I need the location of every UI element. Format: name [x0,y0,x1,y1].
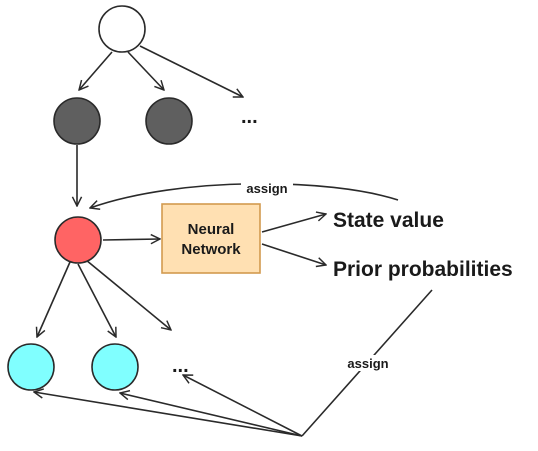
child-node-right [91,343,139,391]
prior-probabilities-label: Prior probabilities [333,258,513,281]
edge-current-to-child-right [77,263,116,337]
edge-current-to-more [85,259,171,330]
current-node [54,216,102,264]
visited-node-left [53,97,101,145]
edge-current-to-child-left [37,261,71,337]
neural-network-label-line2: Network [181,241,241,258]
ellipsis-bottom: ... [172,355,189,377]
visited-node-right [145,97,193,145]
assign-bottom-label: assign [347,356,388,371]
assign-bottom-bg [342,355,394,371]
assign-to-child-left [34,392,303,437]
edge-network-to-prior [261,243,326,265]
ellipsis-top: ... [241,106,258,128]
root-node [98,5,146,53]
root-edges [79,45,243,97]
assign-top-label: assign [246,181,287,196]
edge-current-to-network [102,239,160,240]
current-edges [37,259,171,337]
edge-root-to-more [139,45,243,97]
neural-network-box [161,203,261,274]
assign-to-child-right [120,393,303,437]
state-value-label: State value [333,209,444,232]
assign-to-more [183,375,303,437]
edge-network-to-state [261,214,326,233]
edge-root-to-right [127,51,164,90]
neural-network-label-line1: Neural [188,221,235,238]
child-node-left [7,343,55,391]
edge-root-to-left [79,51,113,90]
assign-top-bg [241,180,293,196]
